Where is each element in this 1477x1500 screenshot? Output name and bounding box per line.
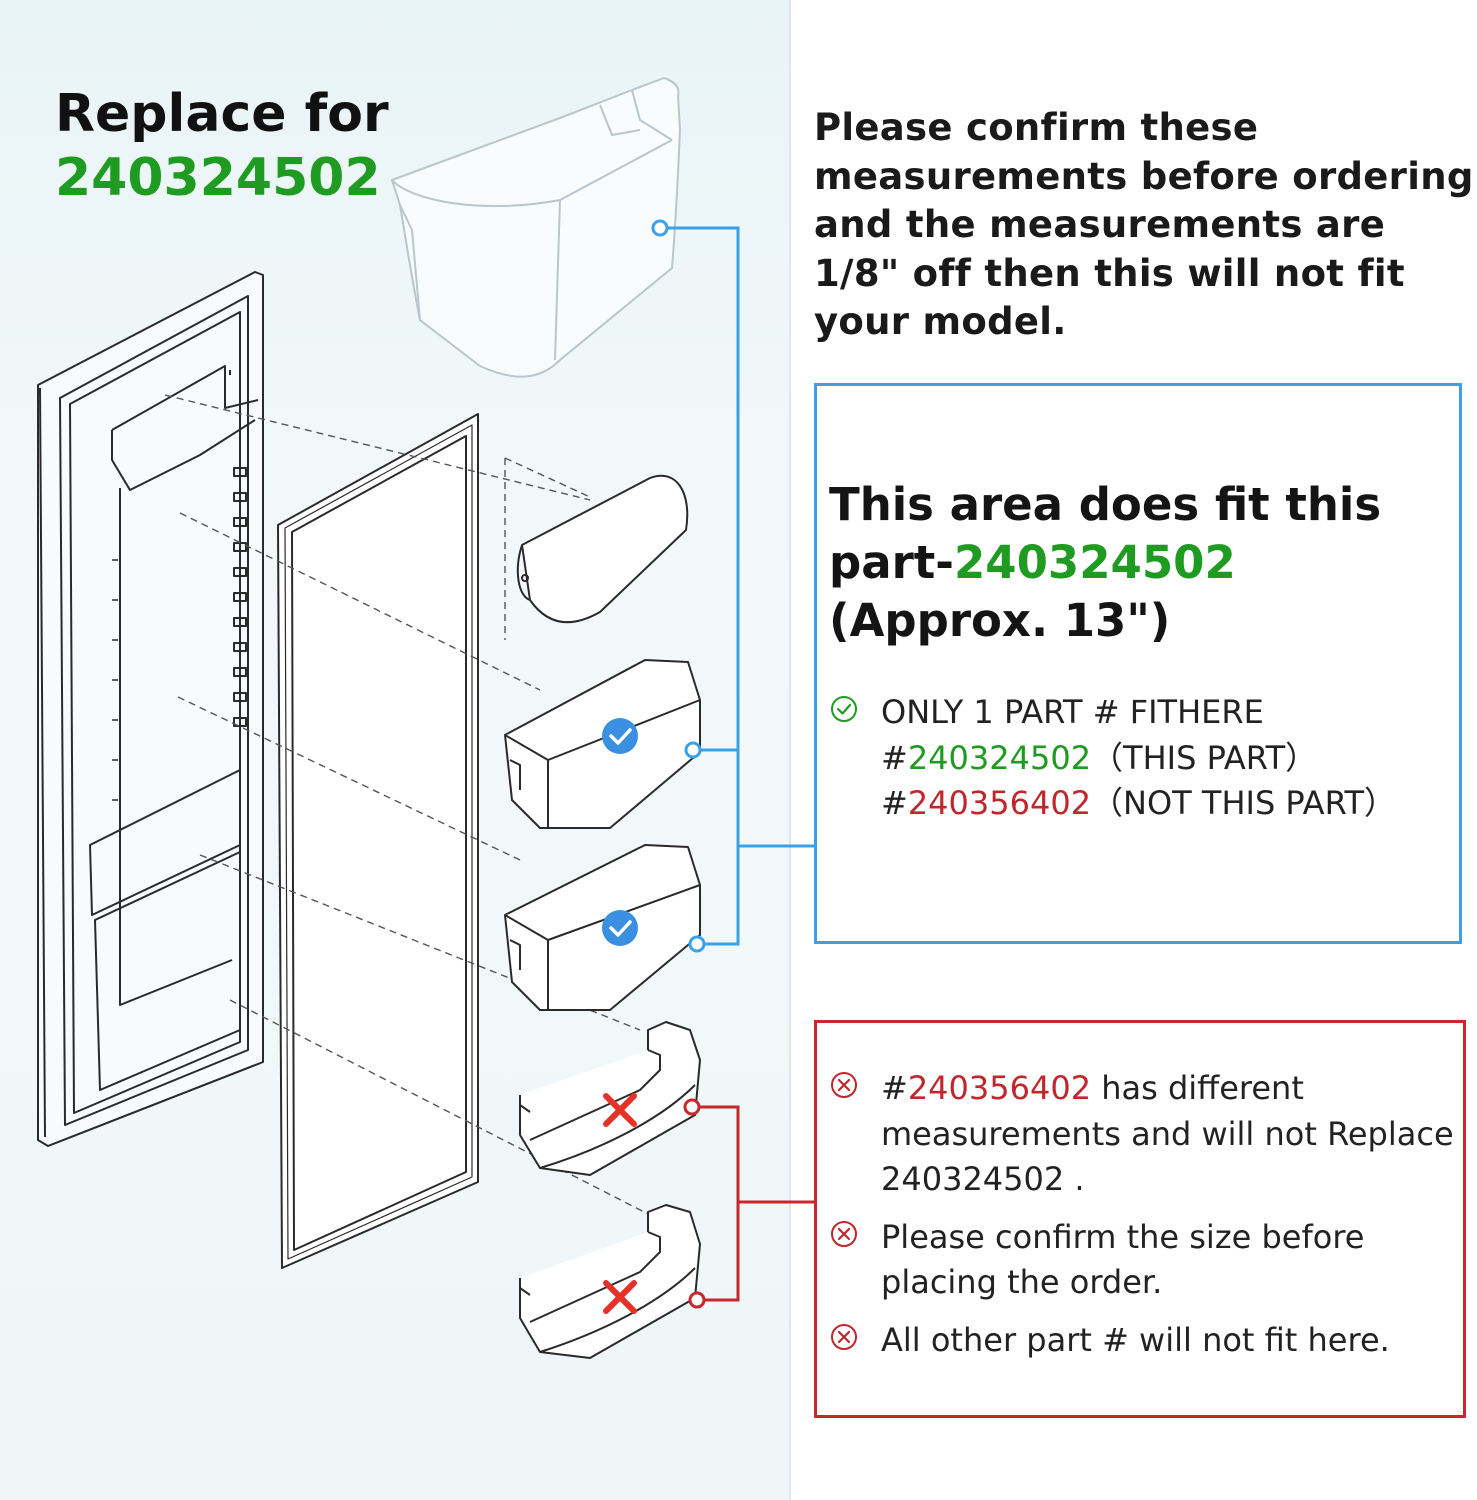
check-badge-icon bbox=[602, 910, 638, 946]
hash-symbol: # bbox=[881, 784, 908, 822]
x-mark-icon bbox=[603, 1280, 637, 1314]
nofit-info-box bbox=[814, 1020, 1466, 1418]
fit-list: ONLY 1 PART # FITHERE #240324502（THIS PA… bbox=[829, 690, 1459, 827]
not-this-part-line: #240356402（NOT THIS PART） bbox=[881, 781, 1459, 827]
x-circle-icon bbox=[831, 1220, 857, 1247]
x-circle-icon bbox=[831, 1323, 857, 1350]
replace-title: Replace for 240324502 bbox=[55, 82, 389, 210]
check-badge-icon bbox=[602, 718, 638, 754]
door-gasket bbox=[277, 413, 479, 1269]
different-part-number: 240356402 bbox=[907, 1069, 1092, 1107]
x-mark-icon bbox=[603, 1093, 637, 1127]
replace-label: Replace for bbox=[55, 84, 389, 144]
only-one-part-line: ONLY 1 PART # FITHERE bbox=[881, 693, 1264, 731]
door-bin-fit-1 bbox=[504, 659, 701, 829]
hash-symbol: # bbox=[881, 738, 908, 777]
measurement-notice: Please confirm these measurements before… bbox=[814, 106, 1474, 343]
other-parts-text: All other part # will not fit here. bbox=[881, 1320, 1390, 1359]
nofit-item-different-part: #240356402 has different measurements an… bbox=[829, 1066, 1469, 1203]
nofit-list: #240356402 has different measurements an… bbox=[829, 1066, 1469, 1375]
x-circle-icon bbox=[831, 1072, 857, 1098]
fit-heading-prefix: This area does fit this part- bbox=[829, 478, 1382, 589]
door-panel bbox=[37, 271, 264, 1147]
confirm-size-text: Please confirm the size before placing t… bbox=[881, 1217, 1365, 1302]
not-this-part-number: 240356402 bbox=[907, 784, 1092, 822]
hash-symbol: # bbox=[881, 1069, 908, 1107]
nofit-item-other-parts: All other part # will not fit here. bbox=[829, 1318, 1469, 1364]
replace-part-number: 240324502 bbox=[55, 148, 381, 208]
shelf-pegs bbox=[233, 467, 247, 727]
nofit-connector bbox=[683, 1098, 814, 1309]
fit-heading-size: (Approx. 13") bbox=[829, 594, 1171, 647]
this-part-line: #240324502（THIS PART） bbox=[881, 736, 1459, 782]
dairy-compartment bbox=[516, 474, 689, 624]
clear-bin-photo bbox=[390, 76, 682, 378]
not-this-part-note: （NOT THIS PART） bbox=[1091, 784, 1397, 822]
check-circle-icon bbox=[831, 696, 857, 722]
fit-info-box bbox=[814, 383, 1462, 944]
nofit-item-confirm-size: Please confirm the size before placing t… bbox=[829, 1215, 1469, 1306]
panel-divider bbox=[789, 0, 791, 1500]
fit-heading-part: 240324502 bbox=[953, 536, 1236, 589]
fit-connector bbox=[651, 219, 814, 953]
door-bin-nofit-2 bbox=[519, 1204, 701, 1359]
this-part-note: （THIS PART） bbox=[1091, 738, 1318, 777]
fit-heading: This area does fit this part-240324502 (… bbox=[829, 476, 1459, 650]
different-part-text: has different measurements and will not … bbox=[881, 1069, 1454, 1198]
fit-list-item: ONLY 1 PART # FITHERE #240324502（THIS PA… bbox=[829, 690, 1459, 827]
this-part-number: 240324502 bbox=[907, 738, 1092, 777]
